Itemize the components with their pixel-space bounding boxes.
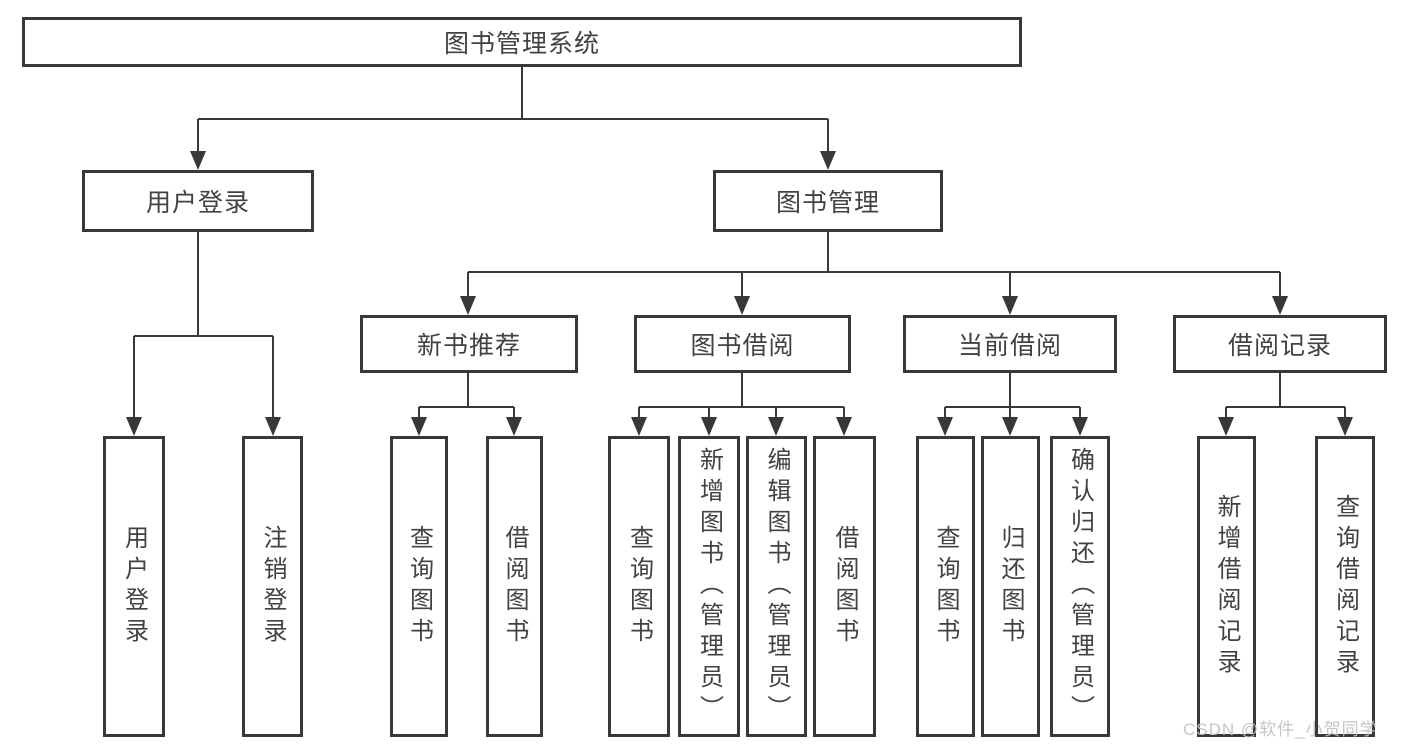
leaf-query-books-recommend: 查询图书 <box>390 436 448 737</box>
leaf-return-books: 归还图书 <box>981 436 1040 737</box>
watermark: CSDN @软件_小贺同学 <box>1183 720 1378 739</box>
node-book-management: 图书管理 <box>713 170 943 232</box>
leaf-borrow-books-recommend: 借阅图书 <box>486 436 543 737</box>
leaf-query-books-current: 查询图书 <box>916 436 975 737</box>
leaf-query-borrow-record: 查询借阅记录 <box>1315 436 1375 737</box>
node-current-borrow: 当前借阅 <box>903 315 1117 373</box>
node-new-book-recommend: 新书推荐 <box>360 315 578 373</box>
leaf-borrow-books: 借阅图书 <box>813 436 876 737</box>
leaf-query-books-borrow: 查询图书 <box>608 436 670 737</box>
leaf-add-borrow-record: 新增借阅记录 <box>1197 436 1256 737</box>
leaf-add-book-admin: 新增图书（管理员） <box>678 436 740 737</box>
leaf-logout: 注销登录 <box>242 436 303 737</box>
node-library-system: 图书管理系统 <box>22 17 1022 67</box>
leaf-confirm-return-admin: 确认归还（管理员） <box>1050 436 1110 737</box>
leaf-edit-book-admin: 编辑图书（管理员） <box>746 436 807 737</box>
node-borrow-records: 借阅记录 <box>1173 315 1387 373</box>
node-book-borrow: 图书借阅 <box>634 315 851 373</box>
node-user-login: 用户登录 <box>82 170 314 232</box>
leaf-user-login: 用户登录 <box>103 436 165 737</box>
